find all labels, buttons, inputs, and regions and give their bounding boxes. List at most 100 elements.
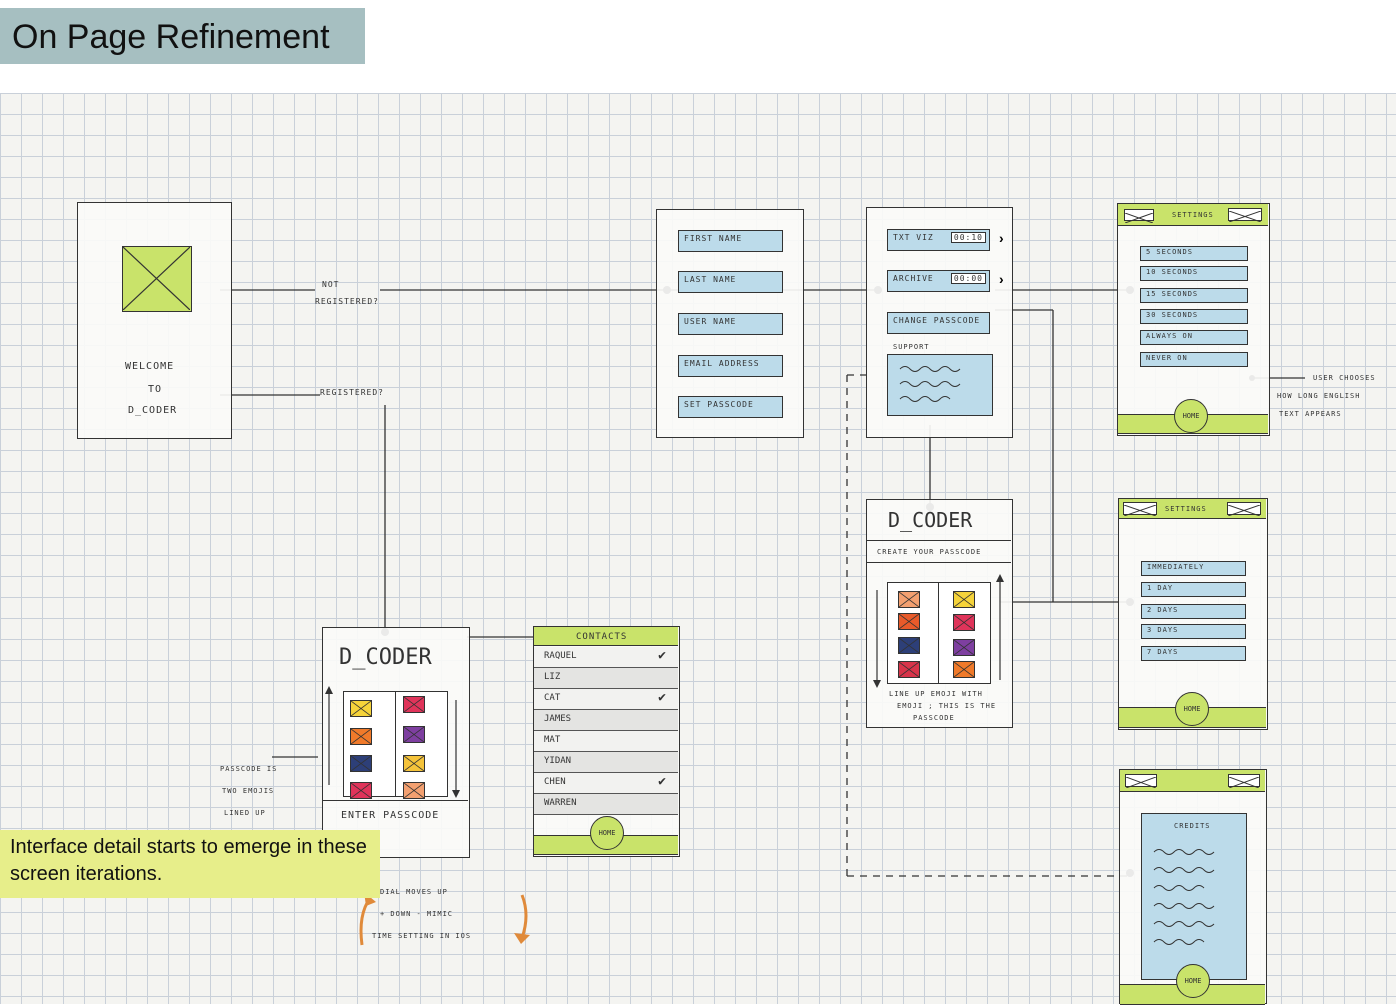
archive-home-button[interactable]: HOME	[1175, 692, 1209, 726]
emoji-red-icon	[350, 782, 372, 799]
emoji-purple-icon	[953, 639, 975, 656]
credits-screen: CREDITS HOME	[1119, 769, 1267, 1005]
support-label: SUPPORT	[893, 343, 930, 351]
option-10-seconds[interactable]: 10 SECONDS	[1140, 266, 1248, 281]
contacts-header-bar: CONTACTS	[534, 627, 678, 646]
archive-header-bar: SETTINGS	[1119, 499, 1266, 519]
note-user-chooses-3: TEXT APPEARS	[1279, 410, 1342, 418]
emoji-orange-icon	[953, 661, 975, 678]
main-settings-screen: TXT VIZ 00:10 › ARCHIVE 00:00 › CHANGE P…	[866, 207, 1013, 438]
login-screen: D_CODER ENTER PASSCODE	[322, 627, 470, 858]
archive-option-7-days[interactable]: 7 DAYS	[1141, 646, 1246, 661]
archive-field[interactable]: ARCHIVE 00:00	[887, 270, 990, 292]
emoji-navy-icon	[898, 637, 920, 654]
change-passcode-button[interactable]: CHANGE PASSCODE	[887, 312, 990, 334]
option-always-on[interactable]: ALWAYS ON	[1140, 330, 1248, 345]
emoji-orange-icon	[898, 613, 920, 630]
signup-screen: FIRST NAME LAST NAME USER NAME EMAIL ADD…	[656, 209, 804, 438]
back-placeholder-icon[interactable]	[1124, 209, 1154, 224]
archive-option-1-day[interactable]: 1 DAY	[1141, 582, 1246, 597]
contact-row[interactable]: YIDAN	[534, 752, 678, 773]
caption-highlight: Interface detail starts to emerge in the…	[0, 830, 380, 898]
emoji-yellow-icon	[350, 700, 372, 717]
create-note-3: PASSCODE	[913, 714, 955, 722]
contact-row[interactable]: MAT	[534, 731, 678, 752]
credits-header-bar	[1120, 770, 1265, 792]
contact-row[interactable]: WARREN	[534, 794, 678, 815]
emoji-yellow-icon	[403, 755, 425, 772]
archive-time: 00:00	[950, 273, 986, 284]
email-address-field[interactable]: EMAIL ADDRESS	[678, 355, 783, 377]
credits-text-box: CREDITS	[1141, 813, 1247, 980]
create-note-2: EMOJI ; THIS IS THE	[897, 702, 997, 710]
home-button[interactable]: HOME	[1174, 399, 1208, 433]
credits-scribble-icon	[1153, 849, 1215, 945]
option-5-seconds[interactable]: 5 SECONDS	[1140, 246, 1248, 261]
contacts-header-title: CONTACTS	[576, 632, 628, 642]
passcode-note-1: PASSCODE IS	[220, 765, 278, 773]
first-name-field[interactable]: FIRST NAME	[678, 230, 783, 252]
emoji-red-icon	[953, 614, 975, 631]
contact-name: WARREN	[544, 798, 577, 808]
welcome-line2: TO	[148, 384, 163, 395]
note-user-chooses-2: HOW LONG ENGLISH	[1277, 392, 1361, 400]
emoji-yellow-icon	[953, 591, 975, 608]
passcode-note-3: LINED UP	[224, 809, 266, 817]
emoji-red-icon	[403, 696, 425, 713]
checkmark-icon: ✔	[658, 690, 666, 705]
settings-header-bar: SETTINGS	[1118, 204, 1268, 226]
archive-option-immediately[interactable]: IMMEDIATELY	[1141, 561, 1246, 576]
option-never-on[interactable]: NEVER ON	[1140, 352, 1248, 367]
contact-row[interactable]: LIZ	[534, 668, 678, 689]
not-registered-label-1: NOT	[322, 280, 340, 289]
create-logo: D_CODER	[888, 508, 973, 532]
credits-label: CREDITS	[1174, 822, 1211, 830]
logo-placeholder-image	[122, 246, 192, 312]
caption-text: Interface detail starts to emerge in the…	[10, 836, 367, 885]
contact-row[interactable]: CHEN ✔	[534, 773, 678, 794]
credits-menu-placeholder-icon[interactable]	[1228, 774, 1260, 789]
contact-name: RAQUEL	[544, 651, 577, 661]
contact-name: LIZ	[544, 672, 561, 682]
welcome-line3: D_CODER	[128, 405, 178, 416]
archive-menu-placeholder-icon[interactable]	[1227, 502, 1261, 517]
contacts-home-button[interactable]: HOME	[590, 816, 624, 850]
registered-label: REGISTERED?	[320, 388, 384, 397]
contact-name: CHEN	[544, 777, 566, 787]
login-divider	[323, 800, 468, 801]
create-divider-top	[867, 540, 1011, 541]
dial-note-1: DIAL MOVES UP	[380, 888, 448, 896]
set-passcode-field[interactable]: SET PASSCODE	[678, 396, 783, 418]
option-15-seconds[interactable]: 15 SECONDS	[1140, 288, 1248, 303]
emoji-red-icon	[898, 661, 920, 678]
txt-viz-field[interactable]: TXT VIZ 00:10	[887, 229, 990, 251]
archive-chevron-icon[interactable]: ›	[999, 271, 1004, 287]
archive-option-3-days[interactable]: 3 DAYS	[1141, 624, 1246, 639]
dial-note-3: TIME SETTING IN IOS	[372, 932, 472, 940]
txt-viz-chevron-icon[interactable]: ›	[999, 230, 1004, 246]
user-name-field[interactable]: USER NAME	[678, 313, 783, 335]
menu-placeholder-icon[interactable]	[1228, 208, 1262, 223]
contact-row[interactable]: CAT ✔	[534, 689, 678, 710]
text-visibility-settings-screen: SETTINGS 5 SECONDS 10 SECONDS 15 SECONDS…	[1117, 203, 1270, 436]
last-name-field[interactable]: LAST NAME	[678, 271, 783, 293]
contact-name: YIDAN	[544, 756, 572, 766]
emoji-peach-icon	[403, 782, 425, 799]
checkmark-icon: ✔	[658, 774, 666, 789]
emoji-navy-icon	[350, 755, 372, 772]
archive-header-title: SETTINGS	[1165, 505, 1207, 513]
create-subtitle: CREATE YOUR PASSCODE	[877, 548, 982, 556]
credits-back-placeholder-icon[interactable]	[1125, 774, 1157, 789]
txt-viz-time: 00:10	[950, 232, 986, 243]
contact-row[interactable]: JAMES	[534, 710, 678, 731]
txt-viz-label: TXT VIZ	[893, 233, 934, 242]
credits-home-button[interactable]: HOME	[1176, 964, 1210, 998]
option-30-seconds[interactable]: 30 SECONDS	[1140, 309, 1248, 324]
archive-back-placeholder-icon[interactable]	[1123, 502, 1157, 517]
archive-option-2-days[interactable]: 2 DAYS	[1141, 604, 1246, 619]
contact-row[interactable]: RAQUEL✔	[534, 647, 678, 668]
archive-label: ARCHIVE	[893, 274, 934, 283]
emoji-orange-icon	[350, 728, 372, 745]
contact-name: CAT	[544, 693, 561, 703]
